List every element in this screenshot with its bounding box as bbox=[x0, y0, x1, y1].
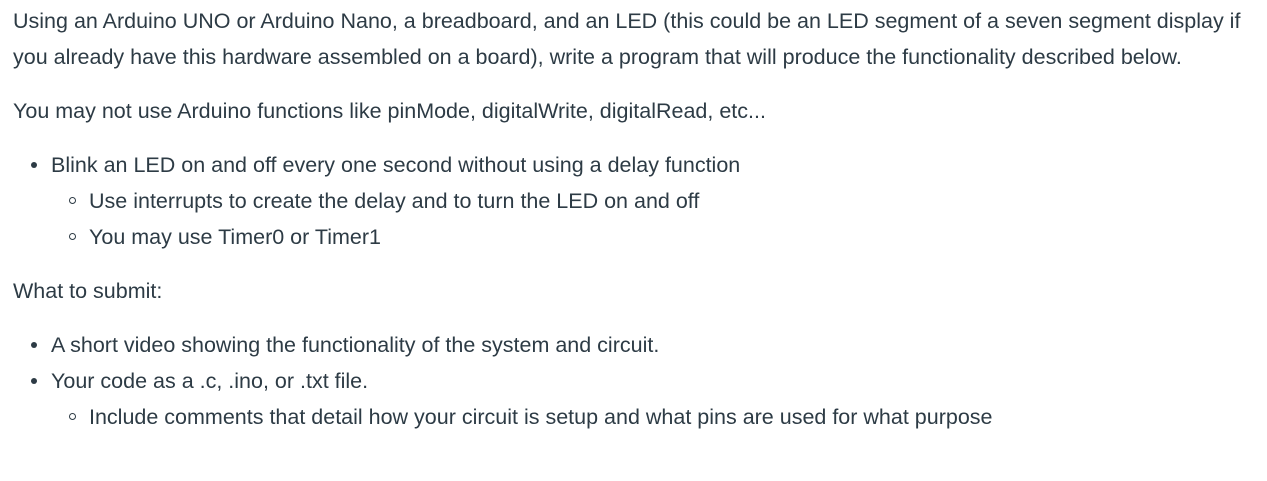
requirement-sublist: Use interrupts to create the delay and t… bbox=[51, 183, 1258, 255]
sub-item-text: Include comments that detail how your ci… bbox=[89, 405, 993, 429]
intro-paragraph: Using an Arduino UNO or Arduino Nano, a … bbox=[13, 9, 1241, 69]
submit-sublist: Include comments that detail how your ci… bbox=[51, 399, 1258, 435]
restriction-paragraph: You may not use Arduino functions like p… bbox=[13, 99, 766, 123]
sub-item-text: Use interrupts to create the delay and t… bbox=[89, 189, 700, 213]
list-item: Use interrupts to create the delay and t… bbox=[51, 183, 1258, 219]
submit-list: A short video showing the functionality … bbox=[13, 327, 1258, 435]
requirements-list: Blink an LED on and off every one second… bbox=[13, 147, 1258, 255]
sub-item-text: You may use Timer0 or Timer1 bbox=[89, 225, 381, 249]
list-item: You may use Timer0 or Timer1 bbox=[51, 219, 1258, 255]
submit-heading: What to submit: bbox=[13, 279, 163, 303]
submit-item-text: A short video showing the functionality … bbox=[51, 333, 660, 357]
list-item: Blink an LED on and off every one second… bbox=[13, 147, 1258, 255]
assignment-description: Using an Arduino UNO or Arduino Nano, a … bbox=[13, 3, 1258, 435]
list-item: Your code as a .c, .ino, or .txt file. I… bbox=[13, 363, 1258, 435]
list-item: A short video showing the functionality … bbox=[13, 327, 1258, 363]
list-item: Include comments that detail how your ci… bbox=[51, 399, 1258, 435]
requirement-text: Blink an LED on and off every one second… bbox=[51, 153, 741, 177]
submit-item-text: Your code as a .c, .ino, or .txt file. bbox=[51, 369, 369, 393]
